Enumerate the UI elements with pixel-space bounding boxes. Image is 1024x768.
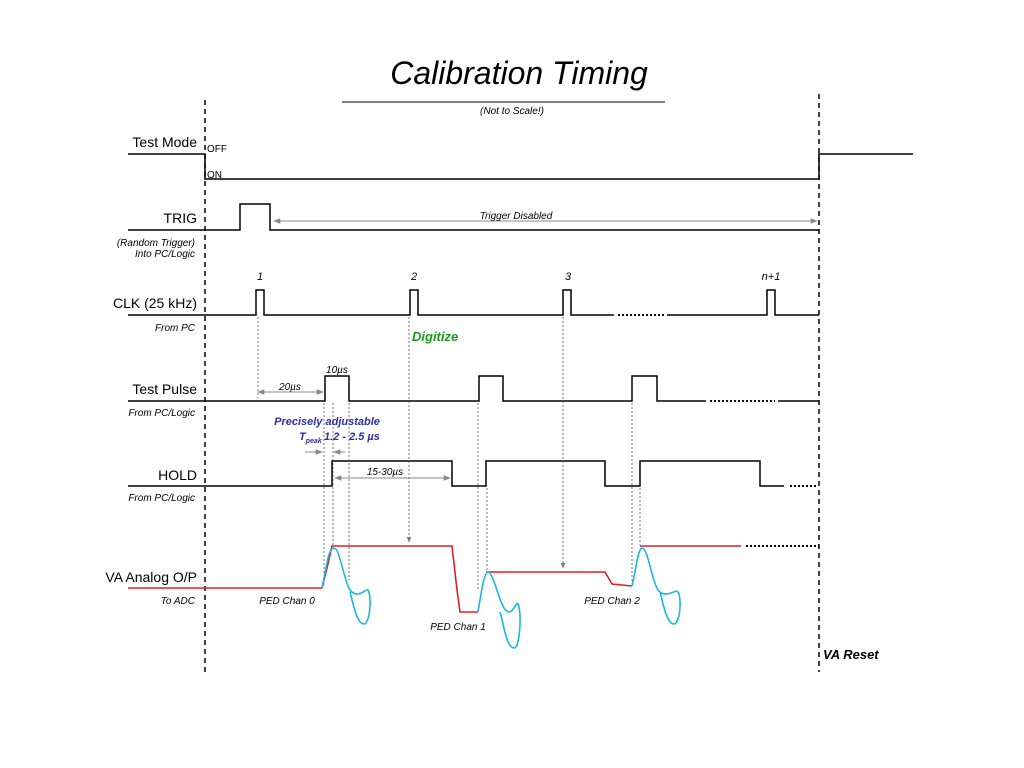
trig-waveform <box>128 203 819 231</box>
test-mode-off-label: OFF <box>207 144 227 155</box>
va-analog-response-pulse-2 <box>477 571 521 649</box>
ped-chan-2-label: PED Chan 2 <box>584 596 640 607</box>
test-pulse-sub: From PC/Logic <box>128 408 195 419</box>
tpeak-range: 1.2 - 2.5 µs <box>324 431 380 443</box>
va-analog-response-pulse-3 <box>631 547 681 625</box>
diagram-title: Calibration Timing <box>390 55 648 91</box>
va-analog-sub: To ADC <box>161 596 196 607</box>
trigger-disabled-label: Trigger Disabled <box>480 211 553 222</box>
hold-duration-label: 15-30µs <box>367 467 403 478</box>
test-mode-waveform <box>128 153 913 180</box>
hold-label: HOLD <box>158 467 197 483</box>
tpeak-symbol: Tpeak <box>299 431 323 445</box>
ped-chan-1-label: PED Chan 1 <box>430 622 486 633</box>
clk-pulse-number-n1: n+1 <box>762 271 781 283</box>
clk-pulse-number-3: 3 <box>565 271 572 283</box>
test-mode-on-label: ON <box>207 170 222 181</box>
clk-label: CLK (25 kHz) <box>113 295 197 311</box>
trig-label: TRIG <box>164 210 197 226</box>
trig-sub-into: Into PC/Logic <box>135 249 195 260</box>
va-analog-red-segment-2 <box>486 571 633 587</box>
hold-sub: From PC/Logic <box>128 493 195 504</box>
test-pulse-width-label: 10µs <box>326 365 348 376</box>
tpeak-subscript: peak <box>305 438 323 445</box>
test-mode-label: Test Mode <box>132 134 197 150</box>
clk-pulse-number-1: 1 <box>257 271 263 283</box>
va-analog-response-pulse-1 <box>321 547 371 625</box>
diagram-subtitle: (Not to Scale!) <box>480 106 544 117</box>
clk-pulse-number-2: 2 <box>410 271 417 283</box>
clk-waveform-tail <box>667 289 819 316</box>
ped-chan-0-label: PED Chan 0 <box>259 596 315 607</box>
clk-waveform <box>128 289 614 316</box>
tpeak-t: T <box>299 431 307 443</box>
clk-sub: From PC <box>155 323 196 334</box>
va-reset-label: VA Reset <box>823 647 879 662</box>
trig-sub-random: (Random Trigger) <box>117 238 195 249</box>
test-pulse-label: Test Pulse <box>132 381 197 397</box>
test-pulse-waveform <box>128 375 706 402</box>
va-analog-label: VA Analog O/P <box>105 569 197 585</box>
test-pulse-delay-label: 20µs <box>278 382 301 393</box>
digitize-label: Digitize <box>412 329 458 344</box>
adjustable-note: Precisely adjustable <box>274 416 380 428</box>
hold-waveform <box>128 460 784 487</box>
